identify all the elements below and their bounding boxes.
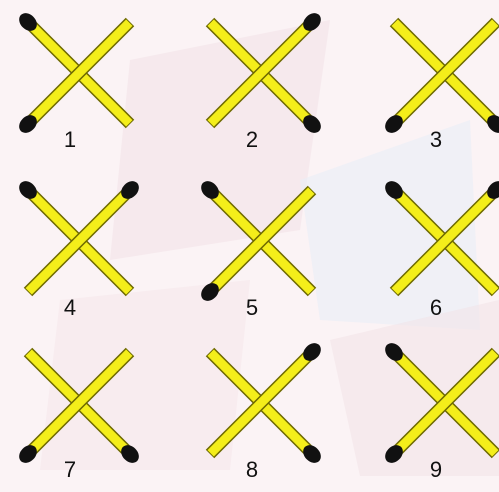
figure-number-label: 1 [50, 128, 90, 152]
figure-number-label: 8 [232, 458, 272, 482]
crossed-matchsticks [368, 4, 499, 144]
crossed-matchsticks [2, 334, 162, 474]
crossed-matchsticks [368, 334, 499, 474]
figure-number-label: 4 [50, 296, 90, 320]
figure-4[interactable]: 4 [2, 172, 168, 330]
figure-number-label: 6 [416, 296, 456, 320]
figure-2[interactable]: 2 [184, 4, 350, 162]
crossed-matchsticks [2, 172, 162, 312]
figure-number-label: 2 [232, 128, 272, 152]
figure-number-label: 5 [232, 296, 272, 320]
figure-1[interactable]: 1 [2, 4, 168, 162]
figure-5[interactable]: 5 [184, 172, 350, 330]
figure-7[interactable]: 7 [2, 334, 168, 492]
figure-number-label: 9 [416, 458, 456, 482]
crossed-matchsticks [184, 334, 344, 474]
crossed-matchsticks [184, 172, 344, 312]
figure-6[interactable]: 6 [368, 172, 499, 330]
figure-9[interactable]: 9 [368, 334, 499, 492]
crossed-matchsticks [184, 4, 344, 144]
figure-3[interactable]: 3 [368, 4, 499, 162]
figure-number-label: 7 [50, 458, 90, 482]
crossed-matchsticks [2, 4, 162, 144]
crossed-matchsticks [368, 172, 499, 312]
figure-number-label: 3 [416, 128, 456, 152]
figure-8[interactable]: 8 [184, 334, 350, 492]
